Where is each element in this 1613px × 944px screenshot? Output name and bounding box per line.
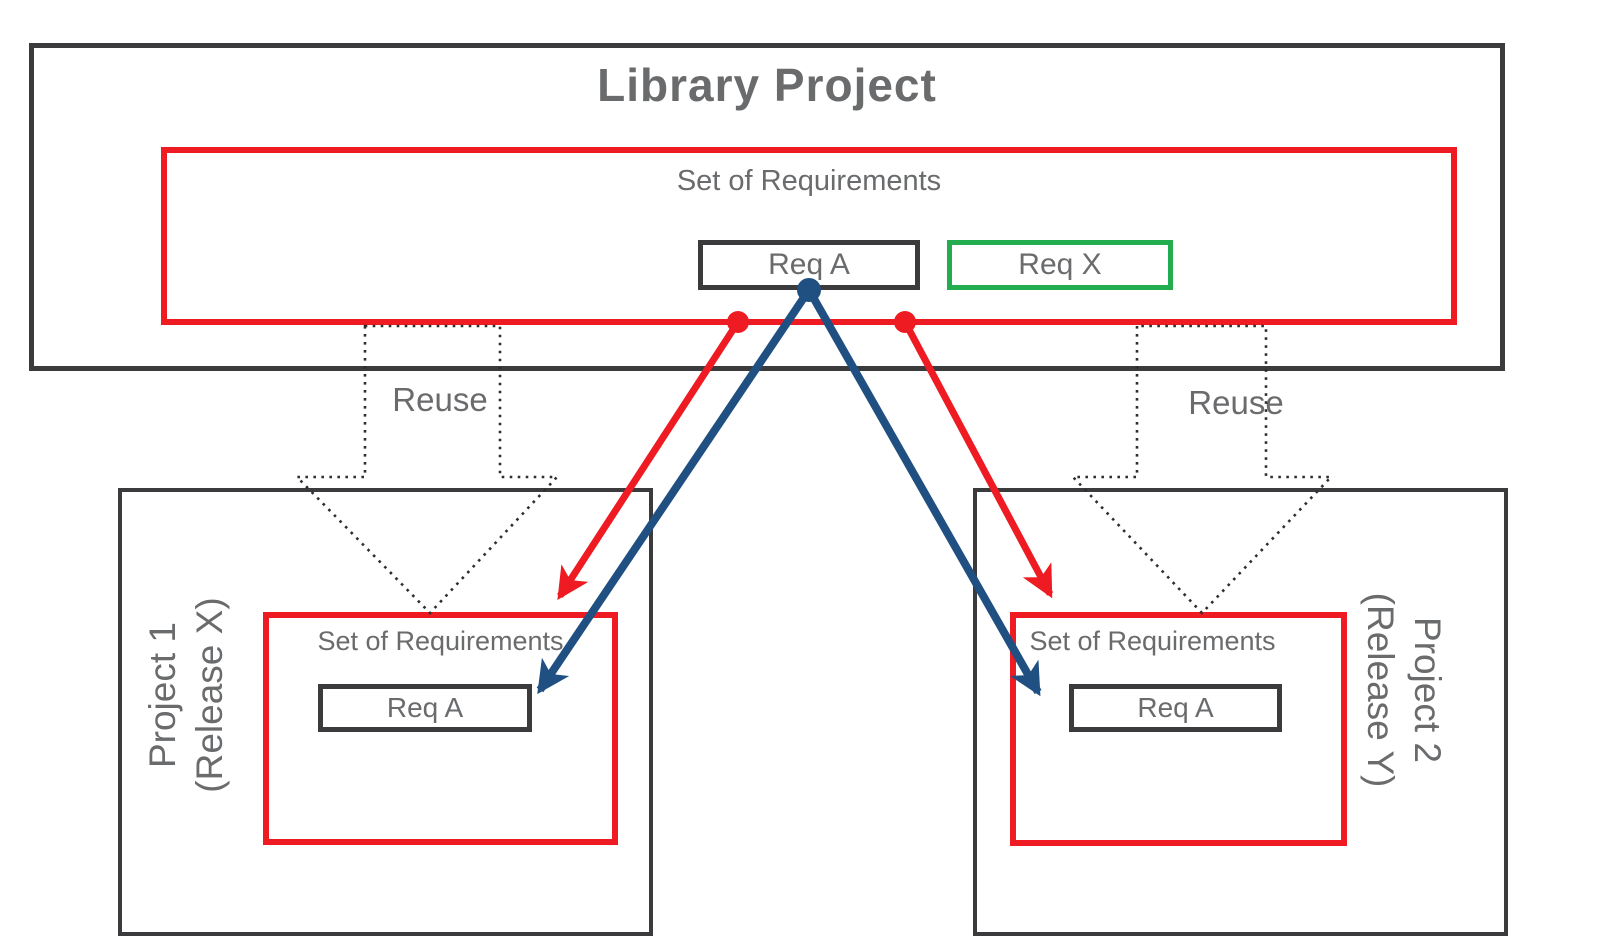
project-1-req-a-label: Req A xyxy=(386,692,464,723)
library-project-title: Library Project xyxy=(597,59,937,111)
project-1-set-of-requirements-box: Set of Requirements xyxy=(263,612,618,845)
reuse-label-left: Reuse xyxy=(392,381,488,418)
library-req-a-box: Req A xyxy=(698,240,920,290)
project-2-title-line2: (Release Y) xyxy=(1360,592,1401,788)
project-1-title: Project 1 (Release X) xyxy=(136,535,236,855)
project-2-title-line1: Project 2 xyxy=(1407,616,1449,763)
project-1-title-line1: Project 1 xyxy=(141,622,183,769)
library-req-x-box: Req X xyxy=(947,240,1173,290)
project-1-req-a-box: Req A xyxy=(318,684,532,732)
library-req-x-label: Req X xyxy=(1018,248,1102,281)
library-req-a-label: Req A xyxy=(768,248,850,281)
project-2-req-a-label: Req A xyxy=(1137,692,1214,723)
project-1-title-line2: (Release X) xyxy=(189,597,230,793)
library-set-of-requirements-label: Set of Requirements xyxy=(676,165,942,197)
project-2-req-a-box: Req A xyxy=(1069,684,1282,732)
library-set-of-requirements-box: Set of Requirements xyxy=(161,147,1457,325)
reuse-label-right: Reuse xyxy=(1188,384,1284,421)
project-2-title: Project 2 (Release Y) xyxy=(1354,530,1454,850)
project-2-set-of-requirements-box: Set of Requirements xyxy=(1010,612,1347,846)
project-2-set-of-requirements-label: Set of Requirements xyxy=(1029,626,1276,656)
project-1-set-of-requirements-label: Set of Requirements xyxy=(317,626,564,656)
